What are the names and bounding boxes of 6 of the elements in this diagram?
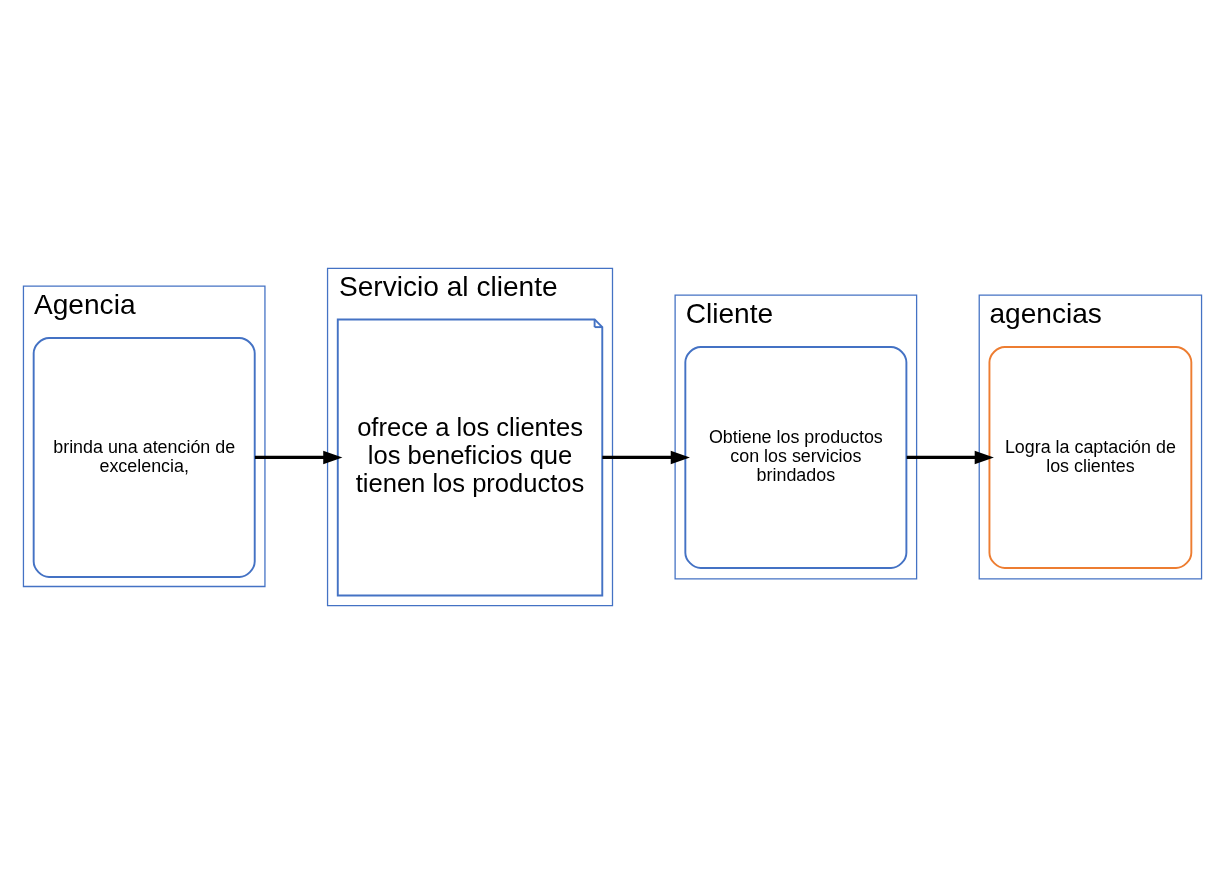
node-box: brinda una atención de excelencia, (32, 337, 256, 578)
node-box: Logra la captación de los clientes (988, 345, 1193, 569)
arrow (254, 450, 343, 465)
arrow (906, 450, 994, 465)
node-box: Obtiene los productos con los servicios brindados (684, 345, 908, 569)
arrow (602, 450, 690, 465)
